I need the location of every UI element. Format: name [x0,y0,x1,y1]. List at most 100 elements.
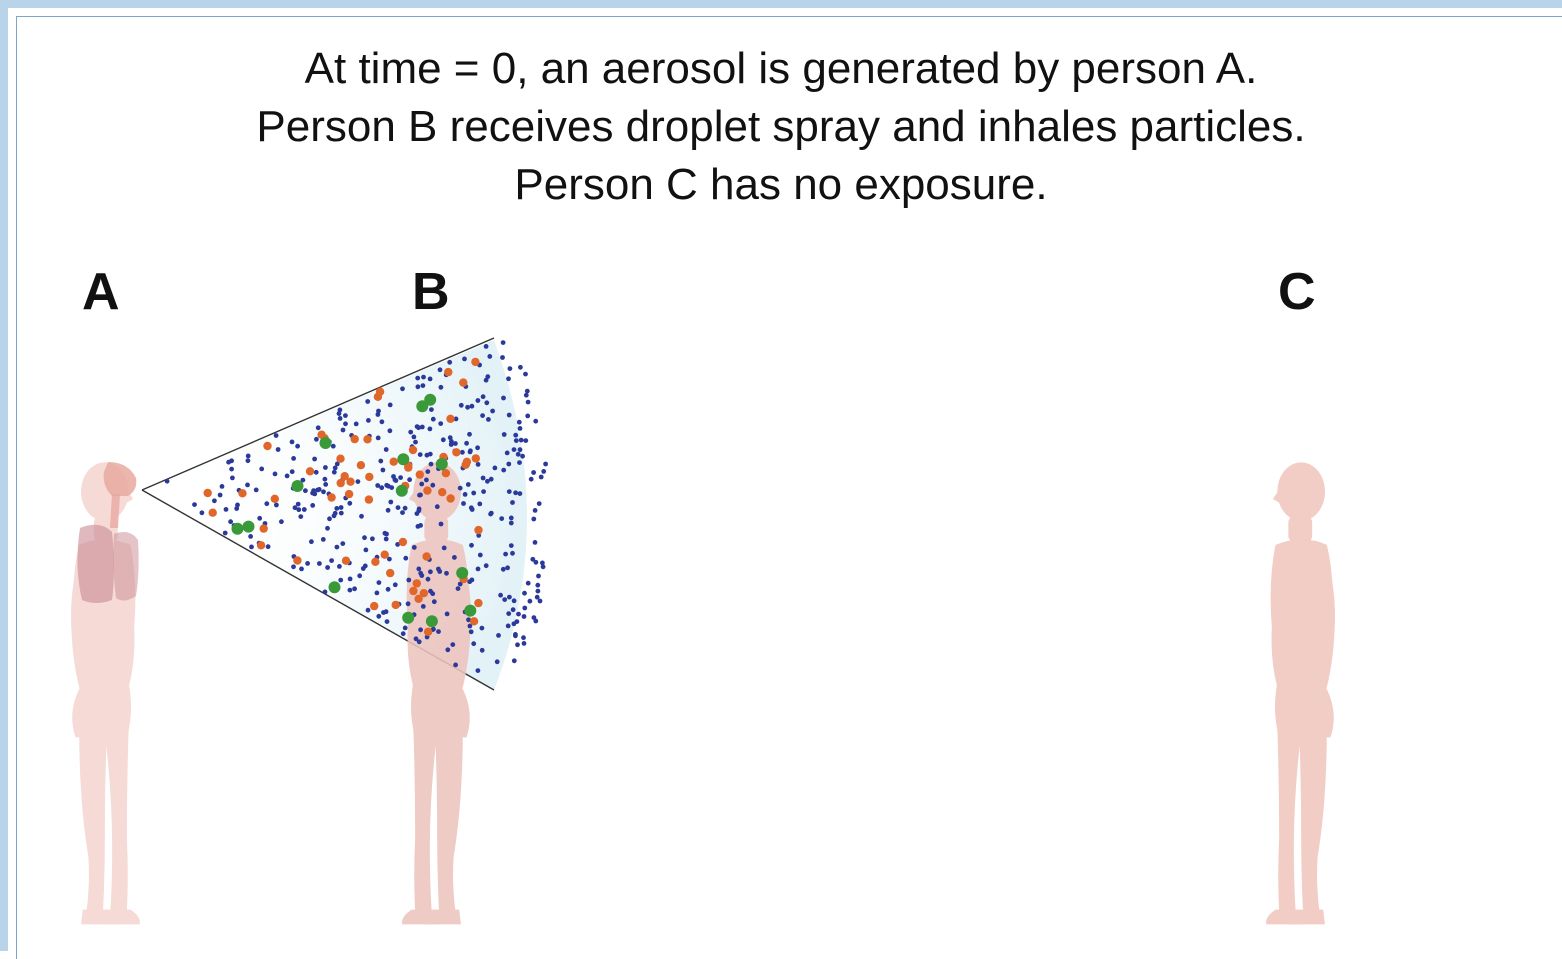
medium-particle [423,486,432,495]
small-particle [518,364,523,370]
small-particle [517,491,523,496]
small-particle [480,394,486,400]
small-particle [347,500,353,506]
small-particle [427,426,433,432]
small-particle [343,421,348,427]
medium-particle [409,586,418,596]
small-particle [520,453,525,459]
small-particle [305,561,310,566]
small-particle [383,609,389,615]
small-particle [407,477,412,483]
small-particle [402,625,408,631]
small-particle [366,418,371,423]
person-a-label: A [82,263,120,321]
small-particle [487,354,493,359]
caption-line-2: Person B receives droplet spray and inha… [256,102,1306,151]
small-particle [338,505,344,510]
small-particle [531,470,536,475]
medium-particle [350,434,359,444]
small-particle [264,501,270,507]
small-particle [500,340,506,345]
small-particle [499,516,505,521]
small-particle [212,498,217,504]
small-particle [515,451,521,457]
small-particle [467,579,473,585]
small-particle [387,428,393,434]
small-particle [249,544,254,550]
small-particle [379,485,385,491]
small-particle [513,633,518,639]
small-particle [362,535,367,541]
small-particle [384,619,390,624]
small-particle [445,647,451,653]
medium-particle [270,494,279,503]
small-particle [303,488,308,494]
small-particle [511,598,517,604]
medium-particle [441,469,451,478]
small-particle [506,412,512,418]
small-particle [272,471,278,477]
small-particle [332,465,338,471]
small-particle [477,552,483,558]
small-particle [436,566,441,572]
small-particle [387,402,393,408]
small-particle [537,598,543,604]
aerosol-particles [164,340,548,673]
small-particle [510,607,516,613]
small-particle [378,458,384,464]
small-particle [217,492,223,498]
small-particle [370,536,375,542]
small-particle [514,619,520,624]
small-particle [347,587,353,593]
small-particle [338,510,344,516]
small-particle [522,590,527,596]
small-particle [384,482,390,488]
small-particle [525,413,531,419]
small-particle [479,625,485,631]
large-particle [395,484,408,497]
small-particle [508,520,514,526]
medium-particle [208,508,217,517]
small-particle [274,502,279,508]
small-particle [338,577,344,583]
small-particle [449,439,454,444]
small-particle [291,456,296,461]
medium-particle [444,367,453,377]
small-particle [334,506,340,511]
medium-particle [471,357,480,367]
small-particle [480,413,485,418]
small-particle [532,508,538,513]
medium-particle [452,448,461,457]
small-particle [229,466,235,472]
small-particle [379,419,385,425]
small-particle [424,477,429,483]
small-particle [469,403,475,409]
medium-particle [238,489,247,498]
medium-particle [263,441,272,451]
small-particle [310,503,316,508]
medium-particle [256,541,266,550]
small-particle [395,505,401,510]
small-particle [384,531,389,537]
small-particle [275,447,281,452]
large-particle [425,615,438,628]
medium-particle [356,461,366,470]
small-particle [298,514,304,519]
small-particle [265,544,271,550]
small-particle [490,408,495,414]
small-particle [501,467,507,473]
small-particle [230,475,235,481]
small-particle [222,530,228,536]
small-particle [352,586,357,592]
small-particle [400,631,406,637]
small-particle [510,550,515,556]
small-particle [229,458,235,464]
medium-particle [412,579,421,588]
small-particle [452,555,457,560]
small-particle [316,487,322,492]
small-particle [465,482,471,487]
small-particle [498,592,503,598]
small-particle [506,461,512,467]
small-particle [295,501,301,507]
medium-particle [461,460,470,469]
